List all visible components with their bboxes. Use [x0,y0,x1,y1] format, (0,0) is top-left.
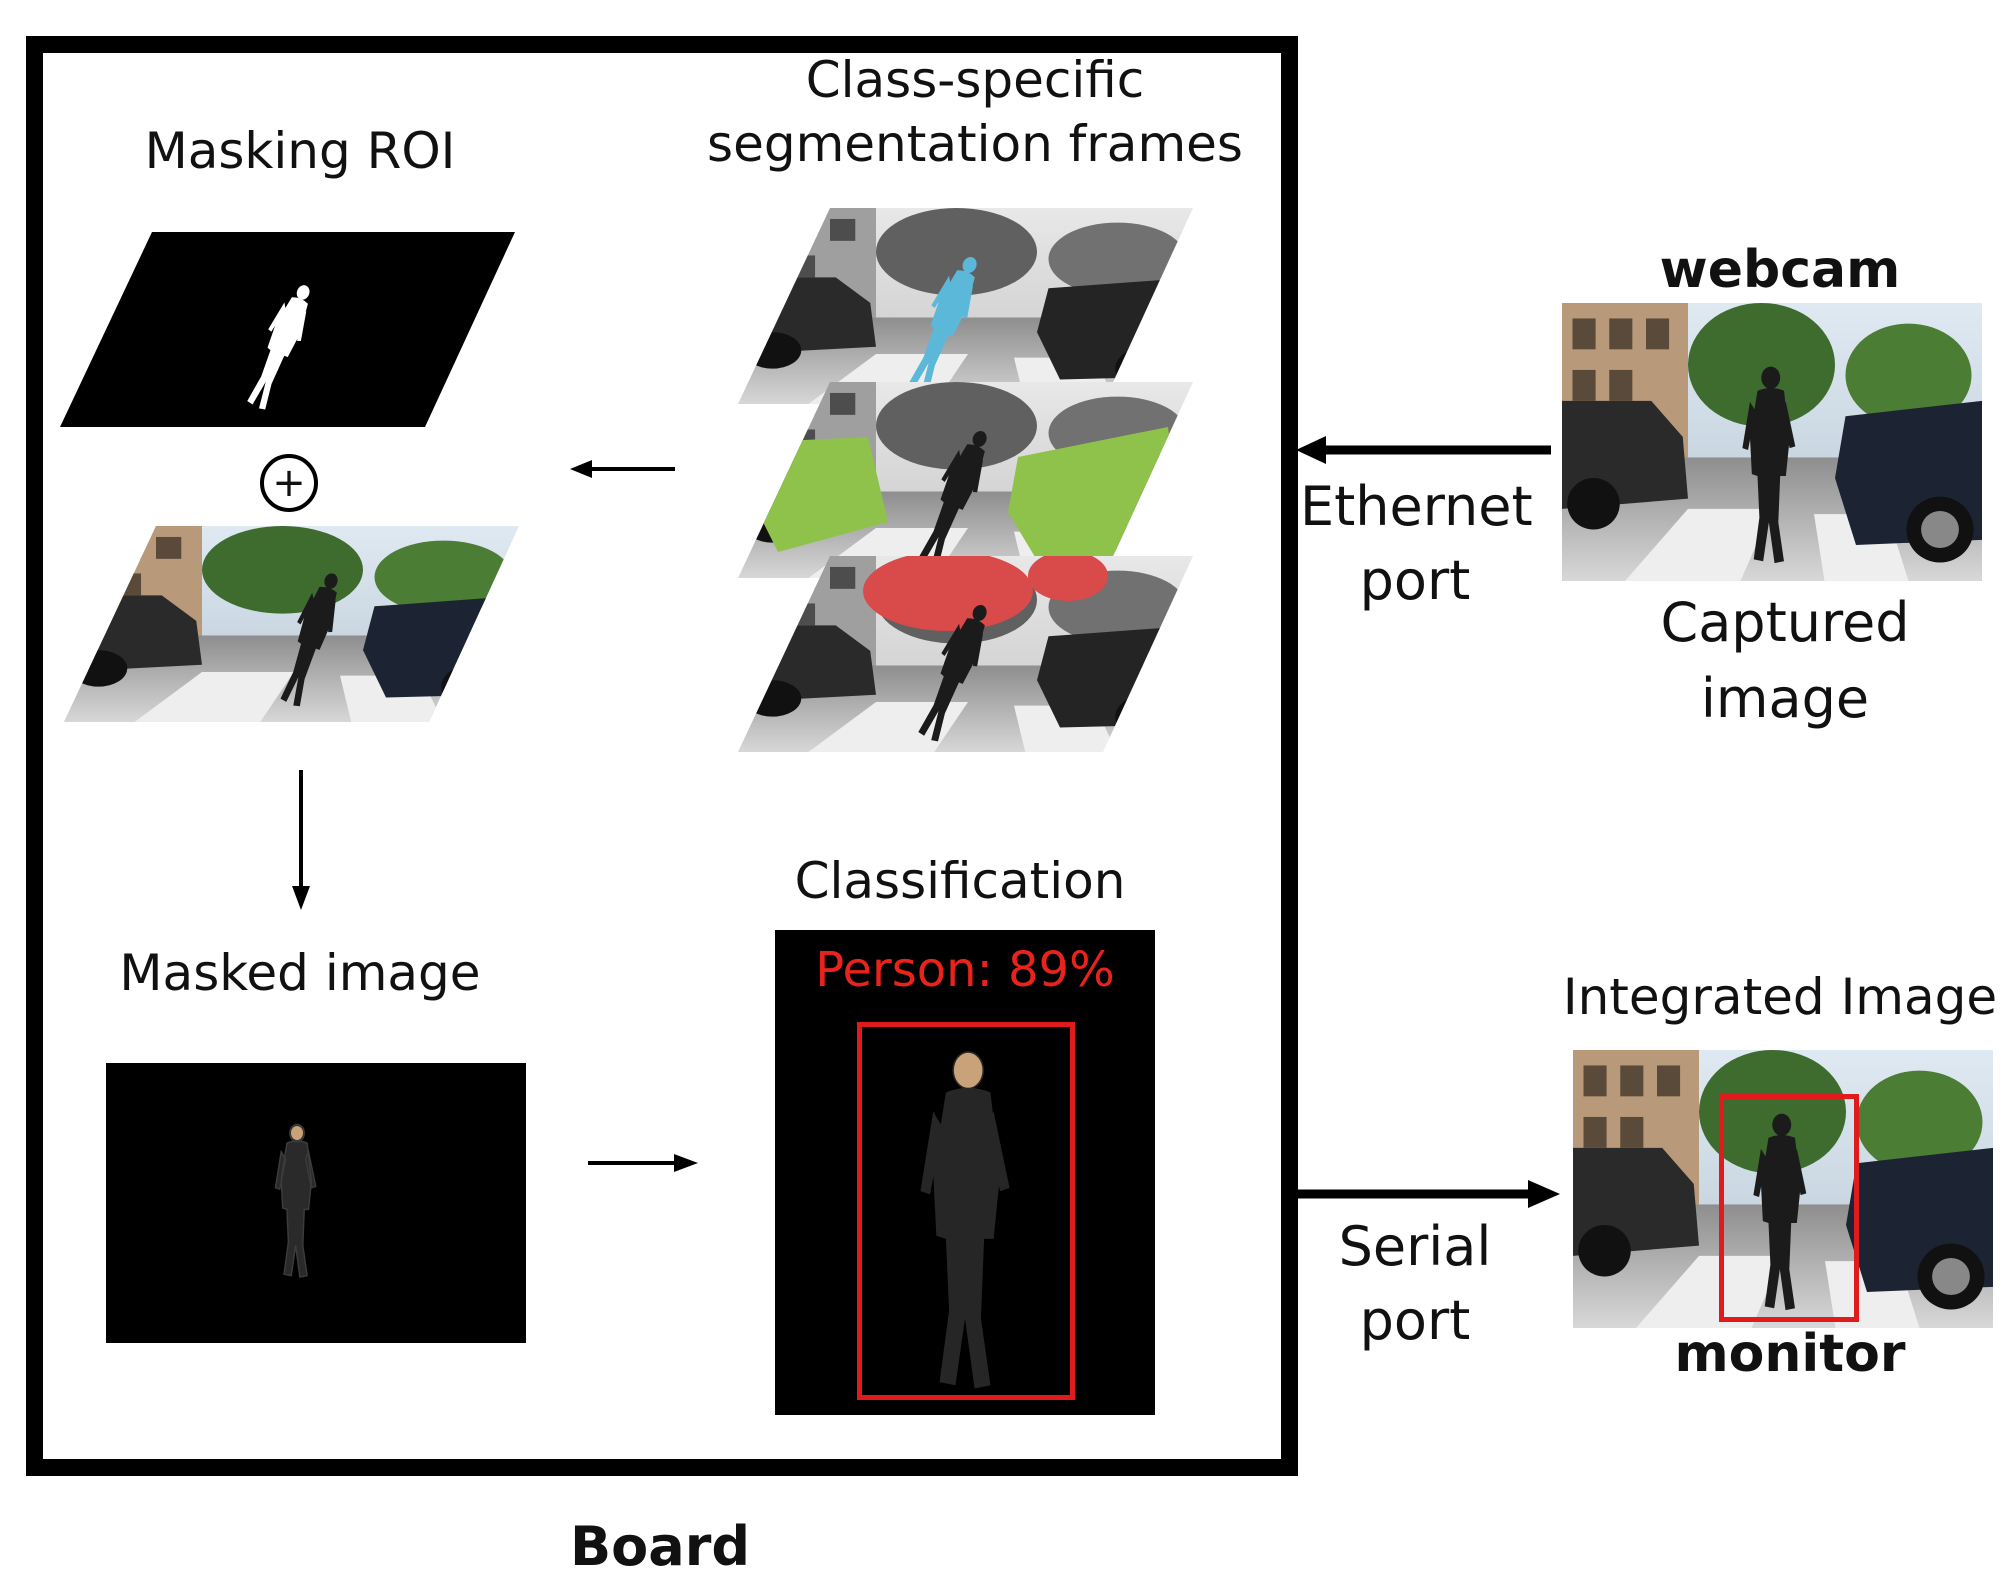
masked-image-label: Masked image [119,944,481,1002]
classification-panel: Person: 89% [775,930,1155,1415]
serial-arrow [1298,1180,1560,1208]
captured-image-label: Captured image [1660,591,1910,730]
monitor-label: monitor [1674,1324,1906,1384]
original-frame-skewed [64,526,519,722]
masking-roi-label: Masking ROI [144,122,456,180]
arrow-down-to-masked [292,770,310,910]
board-label: Board [570,1515,750,1578]
masked-image [106,1063,526,1343]
segmentation-frame-tree [738,556,1193,752]
masking-roi-frame [60,232,515,427]
captured-image [1562,303,1982,581]
detection-result-text: Person: 89% [815,942,1115,998]
segmentation-frame-person [738,208,1193,404]
integrated-image [1573,1050,1993,1328]
detection-bounding-box [857,1022,1075,1400]
segmentation-frame-car [738,382,1193,578]
plus-symbol: + [272,460,306,506]
ethernet-port-label: Ethernet port [1300,475,1533,612]
serial-port-label: Serial port [1338,1215,1492,1352]
detected-person [920,1051,1010,1389]
integrated-bounding-box [1719,1094,1859,1322]
classification-label: Classification [794,852,1126,910]
class-specific-label: Class-specific segmentation frames [707,51,1243,173]
arrow-seg-to-roi [570,460,675,478]
plus-circle-icon: + [260,454,318,512]
arrow-masked-to-classification [588,1154,698,1172]
integrated-image-label: Integrated Image [1562,968,1998,1026]
webcam-label: webcam [1659,240,1901,300]
ethernet-arrow [1296,436,1551,464]
